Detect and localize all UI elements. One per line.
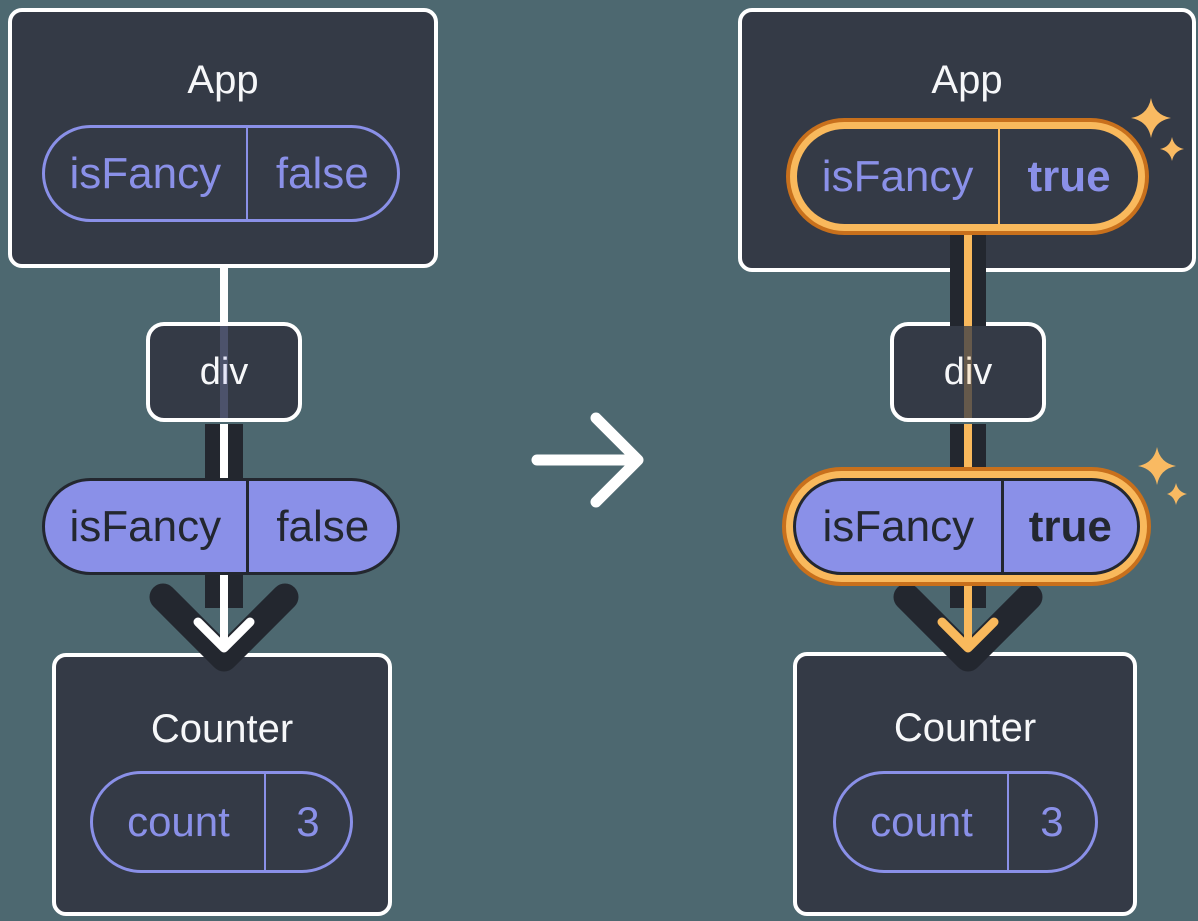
left-prop-flow-arrowhead-core — [193, 617, 255, 653]
prop-name: isFancy — [69, 148, 222, 198]
prop-value: false — [245, 128, 397, 219]
right-counter-state-pill: count 3 — [833, 771, 1098, 873]
state-name: count — [870, 798, 973, 845]
state-value: 3 — [1006, 774, 1095, 870]
sparkle-icon — [1138, 447, 1187, 505]
left-app-prop-pill: isFancy false — [42, 125, 400, 222]
transition-arrow-icon — [531, 412, 644, 508]
left-div-node: div — [146, 322, 302, 422]
left-app-title: App — [187, 58, 259, 102]
state-value: 3 — [263, 774, 350, 870]
prop-name: isFancy — [822, 501, 975, 551]
right-app-title: App — [931, 58, 1003, 102]
right-div-node: div — [890, 322, 1046, 422]
right-app-prop-pill-highlighted: isFancy true — [797, 129, 1138, 224]
state-name: count — [127, 798, 230, 845]
left-counter-state-pill: count 3 — [90, 771, 353, 873]
right-counter-title: Counter — [893, 706, 1037, 750]
right-prop-flow-arrowhead-core — [937, 617, 999, 653]
left-counter-title: Counter — [150, 707, 294, 751]
prop-value: true — [1000, 481, 1137, 572]
left-passed-prop-pill: isFancy false — [42, 478, 400, 575]
right-passed-prop-pill-highlighted: isFancy true — [793, 478, 1140, 575]
prop-value: true — [998, 129, 1138, 224]
right-div-label: div — [943, 351, 993, 393]
right-prop-flow-arrowhead-outline — [893, 583, 1043, 672]
prop-name: isFancy — [821, 151, 974, 201]
left-div-label: div — [199, 351, 249, 393]
left-prop-flow-arrowhead-outline — [149, 583, 299, 672]
prop-value: false — [245, 481, 397, 572]
prop-name: isFancy — [69, 501, 222, 551]
